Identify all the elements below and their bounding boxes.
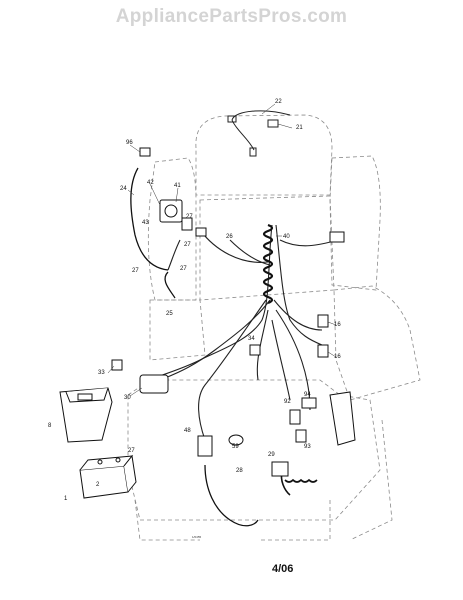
top-wire — [227, 110, 291, 157]
callout-41: 41 — [174, 183, 181, 189]
battery-2 — [79, 454, 137, 499]
ignition-30 — [139, 374, 169, 394]
components — [111, 147, 356, 477]
watermark: AppliancePartsPros.com — [115, 6, 348, 27]
part-27 — [181, 217, 193, 231]
cable-25 — [164, 271, 176, 299]
callout-29: 29 — [268, 452, 275, 458]
callout-26: 26 — [226, 234, 233, 240]
callout-42: 42 — [147, 180, 154, 186]
switch-34 — [249, 344, 261, 356]
part-29 — [271, 461, 289, 477]
callout-30: 30 — [124, 395, 131, 401]
callout-21: 21 — [296, 125, 303, 131]
coiled-trunk — [262, 223, 274, 305]
callout-2: 2 — [96, 482, 100, 488]
callout-96: 96 — [126, 140, 133, 146]
callout-27c: 27 — [180, 266, 187, 272]
part-92 — [289, 409, 301, 425]
callout-59: 59 — [232, 444, 239, 450]
callout-24: 24 — [120, 186, 127, 192]
callout-16b: 16 — [334, 354, 341, 360]
leader-lines — [107, 103, 337, 397]
wire-harness — [149, 224, 339, 441]
connector-40 — [329, 231, 345, 243]
callout-94: 94 — [304, 392, 311, 398]
switch-16a — [317, 314, 329, 328]
callout-40: 40 — [283, 234, 290, 240]
callout-8: 8 — [48, 423, 52, 429]
callout-25: 25 — [166, 311, 173, 317]
callout-labels: 22 21 96 24 42 41 43 27 27 27 27 26 40 2… — [48, 99, 341, 539]
part-93 — [295, 429, 307, 443]
mower-outline — [127, 114, 421, 541]
seat-switch — [329, 391, 356, 446]
cable-28 — [204, 464, 259, 527]
date-code: 4/06 — [272, 563, 294, 575]
callout-28: 28 — [236, 468, 243, 474]
callout-16a: 16 — [334, 322, 341, 328]
cable-24 — [130, 167, 169, 271]
battery-box-8 — [59, 387, 113, 443]
callout-27e: 27 — [128, 448, 135, 454]
callout-34: 34 — [248, 336, 255, 342]
callout-27d: 27 — [132, 268, 139, 274]
part-96 — [139, 147, 151, 157]
callout-43: 43 — [142, 220, 149, 226]
callout-48: 48 — [184, 428, 191, 434]
drawing-code: 1/0455 — [192, 535, 202, 539]
callout-27a: 27 — [186, 214, 193, 220]
callout-93: 93 — [304, 444, 311, 450]
callout-92: 92 — [284, 399, 291, 405]
part-48 — [197, 435, 213, 457]
callout-1: 1 — [64, 496, 68, 502]
callout-27b: 27 — [184, 242, 191, 248]
switch-16b — [317, 344, 329, 358]
callout-33: 33 — [98, 370, 105, 376]
part-59 — [228, 434, 244, 446]
part-94 — [301, 397, 317, 409]
part-33 — [111, 359, 123, 371]
callout-22: 22 — [275, 99, 282, 105]
